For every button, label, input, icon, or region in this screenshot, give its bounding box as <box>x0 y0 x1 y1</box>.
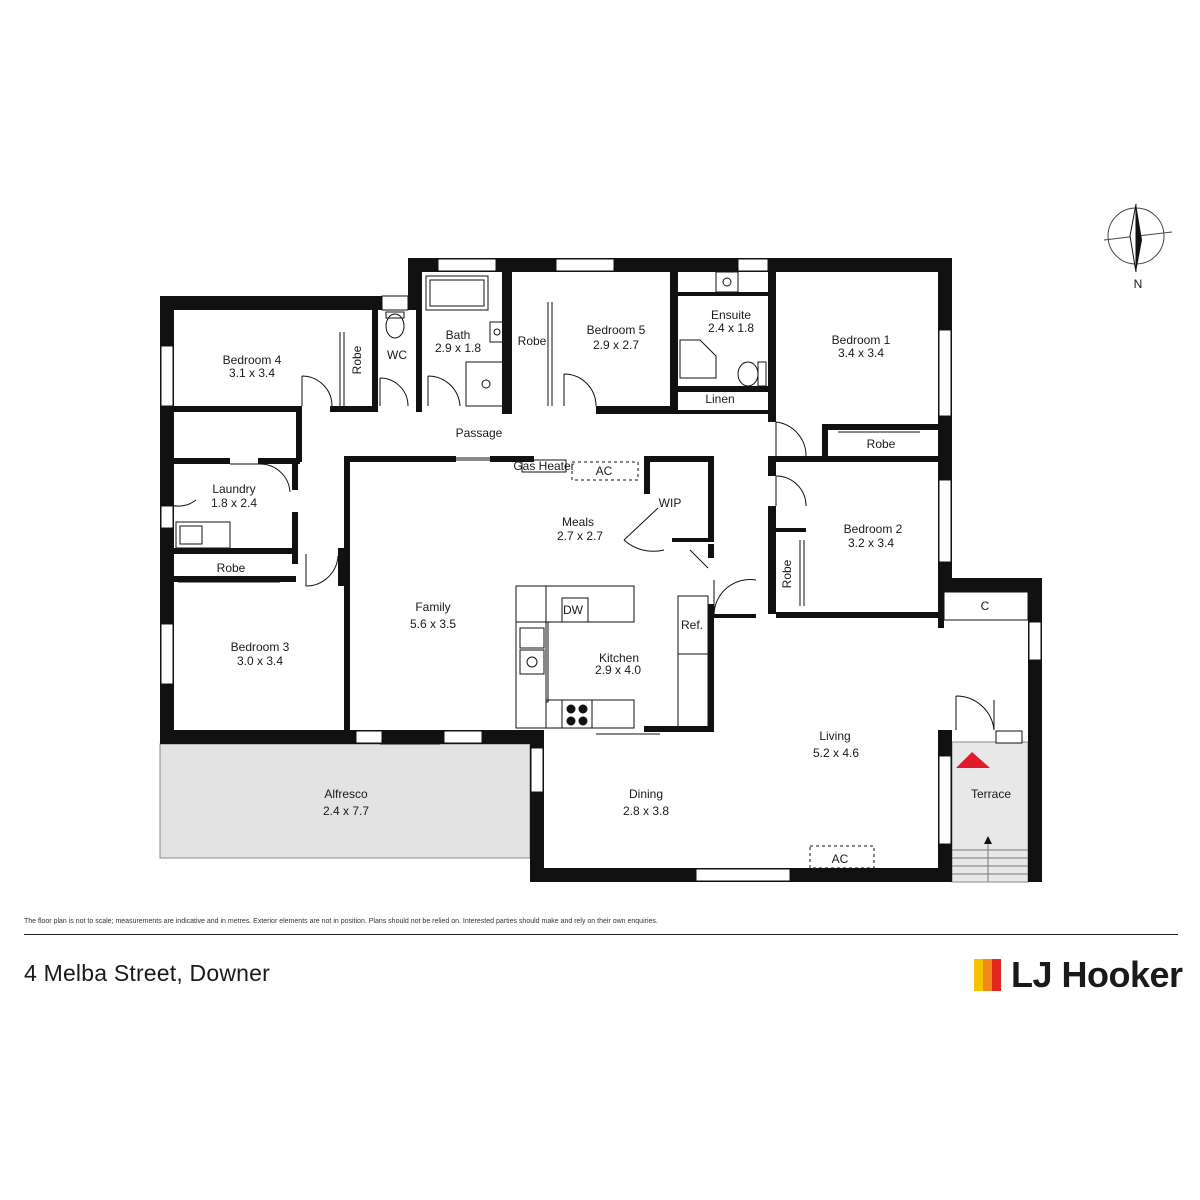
entry-marker <box>956 752 990 768</box>
floor-plan: N Bedroom 4 3.1 x 3.4 Robe WC Bath 2.9 x… <box>159 203 1173 883</box>
room-name: Robe <box>867 437 896 451</box>
room-size: 2.7 x 2.7 <box>557 529 603 543</box>
room-name: Robe <box>217 561 246 575</box>
compass-north-label: N <box>1134 277 1143 291</box>
divider <box>24 934 1178 935</box>
windows <box>160 258 1042 882</box>
room-name: Bedroom 4 <box>223 353 282 367</box>
room-name: Terrace <box>971 787 1011 801</box>
ac-label: AC <box>832 852 849 866</box>
room-size: 1.8 x 2.4 <box>211 496 257 510</box>
room-size: 5.6 x 3.5 <box>410 617 456 631</box>
room-name: WIP <box>659 496 682 510</box>
room-size: 2.8 x 3.8 <box>623 804 669 818</box>
room-name: Living <box>819 729 850 743</box>
interior-walls <box>174 272 952 736</box>
disclaimer: The floor plan is not to scale; measurem… <box>24 918 658 925</box>
room-size: 2.4 x 1.8 <box>708 321 754 335</box>
brand-logo: LJ Hooker <box>974 954 1183 995</box>
room-size: 2.9 x 1.8 <box>435 341 481 355</box>
room-name: Bedroom 3 <box>231 640 290 654</box>
room-size: 3.0 x 3.4 <box>237 654 283 668</box>
room-labels: Bedroom 4 3.1 x 3.4 Robe WC Bath 2.9 x 1… <box>211 308 1011 866</box>
alfresco-area <box>159 743 531 859</box>
room-name: C <box>981 599 990 613</box>
room-size: 3.4 x 3.4 <box>838 346 884 360</box>
room-name: Alfresco <box>324 787 368 801</box>
room-size: 3.1 x 3.4 <box>229 366 275 380</box>
room-name: Laundry <box>212 482 255 496</box>
room-name: Family <box>415 600 450 614</box>
room-name: Robe <box>518 334 547 348</box>
room-name: Linen <box>705 392 734 406</box>
room-name: Robe <box>780 559 794 588</box>
fridge-label: Ref. <box>681 618 703 632</box>
room-name: Passage <box>456 426 503 440</box>
room-size: 2.9 x 4.0 <box>595 663 641 677</box>
room-size: 5.2 x 4.6 <box>813 746 859 760</box>
gas-heater-label: Gas Heater <box>513 459 574 473</box>
room-name: Bedroom 2 <box>844 522 903 536</box>
terrace-arrow <box>984 836 992 844</box>
room-name: Bedroom 5 <box>587 323 646 337</box>
ac-label: AC <box>596 464 613 478</box>
room-size: 3.2 x 3.4 <box>848 536 894 550</box>
room-name: Ensuite <box>711 308 751 322</box>
property-address: 4 Melba Street, Downer <box>24 960 271 986</box>
dishwasher-label: DW <box>563 603 584 617</box>
terrace-steps <box>952 838 1028 882</box>
brand-name: LJ Hooker <box>1011 954 1183 995</box>
bathroom-fixtures <box>385 271 767 407</box>
brand-mark-icon <box>974 959 1001 991</box>
room-name: Robe <box>350 345 364 374</box>
room-name: Bath <box>446 328 471 342</box>
compass: N <box>1103 203 1173 291</box>
doors <box>167 373 995 731</box>
room-name: WC <box>387 348 407 362</box>
room-name: Dining <box>629 787 663 801</box>
kitchen-fixtures <box>175 459 1029 869</box>
room-name: Bedroom 1 <box>832 333 891 347</box>
room-name: Meals <box>562 515 594 529</box>
sliding-doors <box>178 302 920 745</box>
room-size: 2.4 x 7.7 <box>323 804 369 818</box>
room-name: Kitchen <box>599 651 639 665</box>
room-size: 2.9 x 2.7 <box>593 338 639 352</box>
